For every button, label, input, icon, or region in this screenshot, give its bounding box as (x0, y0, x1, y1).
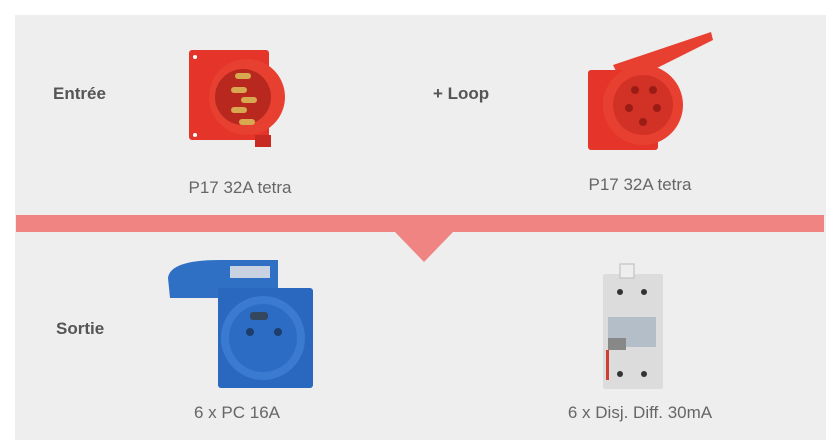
input-caption-1: P17 32A tetra (188, 178, 292, 197)
arrow-down-icon (395, 232, 453, 262)
blue-socket-icon (168, 260, 313, 388)
input-caption-2: P17 32A tetra (588, 175, 692, 194)
red-plug-icon (189, 50, 285, 147)
output-caption-2: 6 x Disj. Diff. 30mA (567, 403, 713, 422)
sortie-label: Sortie (56, 319, 105, 338)
output-caption-1: 6 x PC 16A (194, 403, 280, 422)
entree-label: Entrée (53, 84, 106, 103)
divider-bar (16, 215, 824, 232)
red-socket-icon (588, 32, 713, 150)
loop-label: + Loop (433, 84, 490, 103)
breaker-icon (603, 263, 663, 389)
